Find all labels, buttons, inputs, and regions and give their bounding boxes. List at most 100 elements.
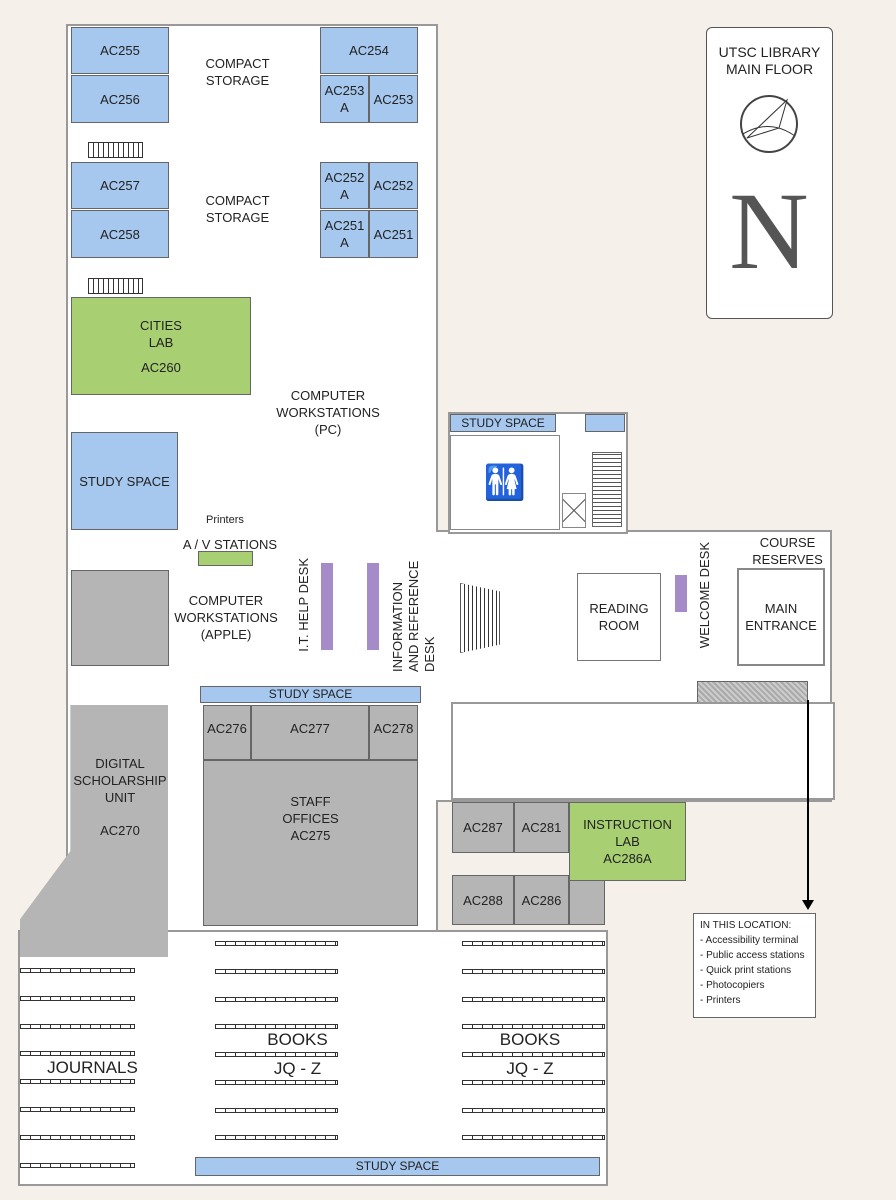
shelf-row: [215, 1108, 338, 1113]
instruction-lab-label: INSTRUCTION LAB: [583, 817, 672, 849]
welcome-desk[interactable]: [675, 575, 687, 612]
room-ac253[interactable]: AC253: [369, 75, 418, 123]
staff-offices-number: AC275: [290, 828, 331, 843]
room-ac277[interactable]: AC277: [251, 705, 369, 760]
course-reserves-label: COURSE RESERVES: [752, 535, 823, 567]
room-ac253a[interactable]: AC253 A: [320, 75, 369, 123]
shelf-row: [462, 997, 605, 1002]
apple-workstation-rooms[interactable]: [71, 570, 169, 666]
main-entrance[interactable]: MAIN ENTRANCE: [737, 568, 825, 666]
room-ac256[interactable]: AC256: [71, 75, 169, 123]
room-ac288[interactable]: AC288: [452, 875, 514, 925]
reading-room[interactable]: READING ROOM: [577, 573, 661, 661]
room-cities-lab[interactable]: CITIES LAB AC260: [71, 297, 251, 395]
map-title-line1: UTSC LIBRARY: [718, 44, 821, 60]
shelf-row: [20, 1107, 135, 1112]
av-stations-label: A / V STATIONS: [182, 537, 278, 552]
compact-storage-label: COMPACT STORAGE: [205, 56, 270, 88]
shelf-row: [462, 1052, 605, 1057]
room-ac281[interactable]: AC281: [514, 802, 569, 853]
computer-workstations-pc-label: COMPUTER WORKSTATIONS (PC): [276, 388, 380, 437]
shelf-row: [20, 1024, 135, 1029]
wall-gap: [20, 932, 606, 942]
room-ac276[interactable]: AC276: [203, 705, 251, 760]
east-wing-room: [451, 702, 835, 800]
shelf-row: [20, 968, 135, 973]
info-item: - Photocopiers: [700, 980, 765, 991]
room-ac251a[interactable]: AC251 A: [320, 210, 369, 258]
map-title-box: UTSC LIBRARY MAIN FLOOR N: [706, 27, 833, 319]
printers-label: Printers: [206, 514, 244, 526]
books-label: BOOKS: [240, 1031, 355, 1048]
books-range-label: JQ - Z: [495, 1060, 565, 1077]
north-letter: N: [729, 170, 808, 278]
info-item: - Quick print stations: [700, 965, 792, 976]
shelf-row: [462, 1108, 605, 1113]
location-info-box: IN THIS LOCATION: - Accessibility termin…: [693, 913, 816, 1018]
room-ac286[interactable]: AC286: [514, 875, 569, 925]
journals-label: JOURNALS: [30, 1059, 155, 1076]
digital-scholarship-label: DIGITAL SCHOLARSHIP UNIT: [73, 756, 167, 805]
info-item: - Accessibility terminal: [700, 935, 799, 946]
room-ac252a[interactable]: AC252 A: [320, 162, 369, 209]
info-item: - Printers: [700, 995, 741, 1006]
staff-offices-label: STAFF OFFICES: [282, 794, 339, 826]
info-box-heading: IN THIS LOCATION:: [700, 920, 792, 931]
storage-room: [569, 880, 605, 925]
shelf-row: [462, 1024, 605, 1029]
room-ac278[interactable]: AC278: [369, 705, 418, 760]
shelf-row: [215, 1135, 338, 1140]
elevator-icon: [562, 493, 586, 528]
shelf-row: [462, 941, 605, 946]
room-ac251[interactable]: AC251: [369, 210, 418, 258]
shelf-row: [20, 1163, 135, 1168]
room-ac257[interactable]: AC257: [71, 162, 169, 209]
books-range-label: JQ - Z: [260, 1060, 335, 1077]
stairs-icon: [88, 278, 143, 294]
room-ac252[interactable]: AC252: [369, 162, 418, 209]
room-staff-offices[interactable]: STAFF OFFICES AC275: [203, 760, 418, 926]
shelf-row: [215, 969, 338, 974]
cities-lab-number: AC260: [141, 359, 181, 375]
shelf-row: [20, 1079, 135, 1084]
information-reference-desk-label: INFORMATION AND REFERENCE DESK: [390, 560, 437, 672]
welcome-desk-label: WELCOME DESK: [697, 542, 712, 649]
shelf-row: [215, 1024, 338, 1029]
shelf-row: [215, 997, 338, 1002]
it-help-desk-label: I.T. HELP DESK: [296, 558, 311, 652]
stairs-icon: [88, 142, 143, 158]
room-ac287[interactable]: AC287: [452, 802, 514, 853]
study-space-east[interactable]: STUDY SPACE: [450, 414, 556, 432]
instruction-lab-number: AC286A: [603, 851, 652, 866]
shelf-row: [462, 1080, 605, 1085]
information-reference-desk[interactable]: [367, 563, 379, 650]
study-space-west[interactable]: STUDY SPACE: [71, 432, 178, 530]
cities-lab-label: CITIES LAB: [140, 317, 182, 350]
digital-scholarship-number: AC270: [100, 823, 140, 838]
books-label: BOOKS: [480, 1031, 580, 1048]
service-counter: [697, 681, 808, 703]
staircase-icon: [460, 583, 500, 653]
study-space-middle[interactable]: STUDY SPACE: [200, 686, 421, 703]
room-ac254[interactable]: AC254: [320, 27, 418, 74]
shelf-row: [462, 969, 605, 974]
shelf-row: [215, 1080, 338, 1085]
room-ac255[interactable]: AC255: [71, 27, 169, 74]
arrow-down-icon: [802, 900, 814, 910]
computer-workstations-apple-label: COMPUTER WORKSTATIONS (APPLE): [174, 593, 278, 642]
shelf-row: [215, 941, 338, 946]
compact-storage-label: COMPACT STORAGE: [205, 193, 270, 225]
shelf-row: [20, 1051, 135, 1056]
study-space-east-small[interactable]: [585, 414, 625, 432]
shelf-row: [462, 1135, 605, 1140]
room-ac258[interactable]: AC258: [71, 210, 169, 258]
room-instruction-lab[interactable]: INSTRUCTION LAB AC286A: [569, 802, 686, 881]
it-help-desk[interactable]: [321, 563, 333, 650]
restroom-icon: 🚻: [450, 435, 560, 530]
study-space-south[interactable]: STUDY SPACE: [195, 1157, 600, 1176]
north-compass-icon: N: [729, 95, 809, 278]
av-stations-desk: [198, 551, 253, 566]
shelf-row: [20, 1135, 135, 1140]
info-item: - Public access stations: [700, 950, 805, 961]
